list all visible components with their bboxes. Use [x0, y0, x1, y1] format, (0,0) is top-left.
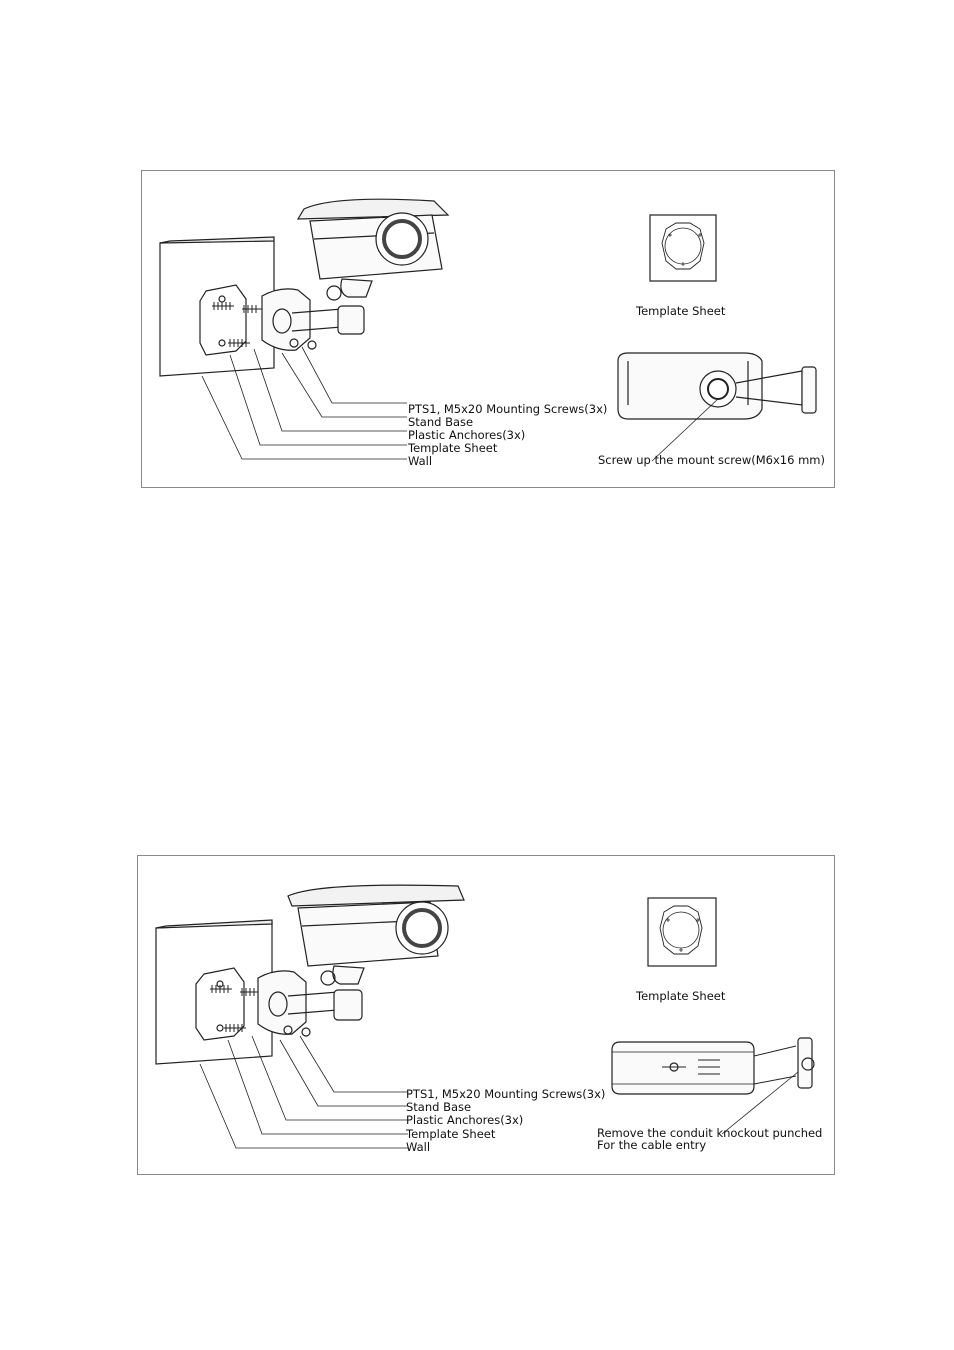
callout-wall: Wall: [406, 1140, 431, 1154]
stand-base-illustration: [261, 288, 343, 351]
callout-stand-base: Stand Base: [408, 415, 474, 429]
callout-wall: Wall: [408, 454, 433, 468]
callout-template-sheet: Template Sheet: [408, 441, 498, 455]
camera-illustration: [296, 198, 450, 335]
callout-leader-lines: [201, 346, 407, 460]
template-sheet-label: Template Sheet: [636, 989, 726, 1003]
installation-figure-2: PTS1, M5x20 Mounting Screws(3x) Stand Ba…: [137, 855, 835, 1175]
template-plate-illustration: [195, 967, 245, 1041]
stand-base-illustration: [257, 970, 339, 1037]
installation-figure-1: PTS1, M5x20 Mounting Screws(3x) Stand Ba…: [141, 170, 835, 488]
camera-bottom-view-illustration: [617, 352, 817, 462]
callout-leader-lines: [199, 1035, 408, 1149]
detail-caption: Screw up the mount screw(M6x16 mm): [598, 453, 825, 467]
callout-mounting-screws: PTS1, M5x20 Mounting Screws(3x): [406, 1087, 606, 1101]
callout-mounting-screws: PTS1, M5x20 Mounting Screws(3x): [408, 402, 608, 416]
anchors-illustration: [212, 302, 264, 347]
callout-template-sheet: Template Sheet: [406, 1127, 496, 1141]
detail-caption-line-2: For the cable entry: [597, 1138, 707, 1152]
anchors-illustration: [210, 985, 262, 1032]
wall-mount-drawing: [155, 884, 815, 1149]
wall-mount-drawing: [159, 198, 817, 462]
template-sheet-illustration: [649, 214, 717, 282]
callout-stand-base: Stand Base: [406, 1100, 472, 1114]
template-sheet-illustration: [647, 897, 717, 967]
callout-plastic-anchors: Plastic Anchores(3x): [406, 1113, 524, 1127]
callout-plastic-anchors: Plastic Anchores(3x): [408, 428, 526, 442]
camera-side-view-illustration: [611, 1037, 815, 1135]
camera-illustration: [287, 884, 465, 1021]
template-plate-illustration: [199, 284, 247, 356]
template-sheet-label: Template Sheet: [636, 304, 726, 318]
detail-caption-line-1: Remove the conduit knockout punched: [597, 1126, 823, 1140]
